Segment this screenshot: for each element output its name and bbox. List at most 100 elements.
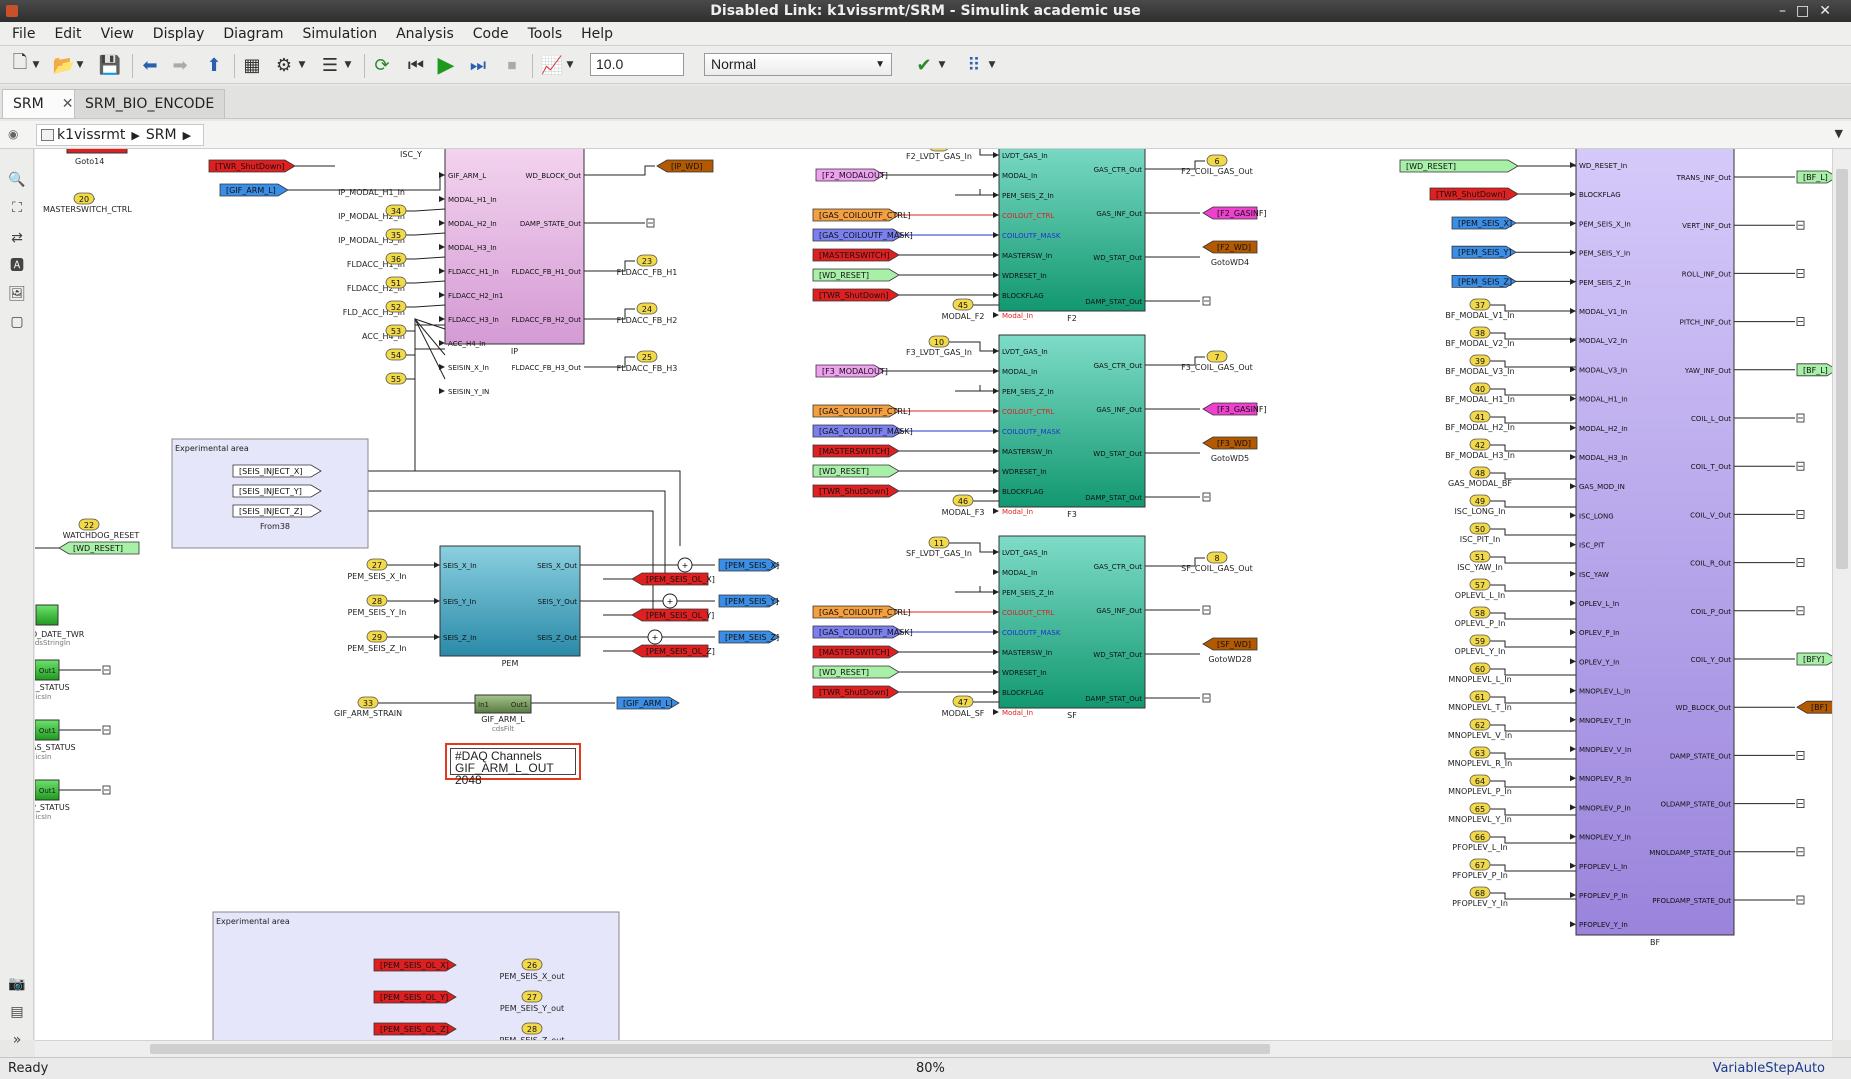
pem-in-port[interactable]: 27	[366, 558, 388, 571]
f2-twr-shutdown-tag[interactable]: [TWR_ShutDown]	[812, 288, 900, 302]
ip-port-number[interactable]: 36	[385, 252, 407, 265]
bf-port-number[interactable]: 62	[1469, 718, 1491, 731]
vertical-scrollbar[interactable]	[1832, 149, 1851, 1040]
model-browser-icon[interactable]: ▤	[10, 1004, 24, 1020]
bf-port-number[interactable]: 61	[1469, 690, 1491, 703]
ip-block[interactable]	[444, 149, 585, 345]
goto-pem-seis-tag[interactable]: [PEM_SEIS_X]	[718, 558, 780, 572]
menu-edit[interactable]: Edit	[54, 26, 82, 42]
from-gif-arm-l-tag[interactable]: [GIF_ARM_L]	[219, 183, 289, 197]
solver-link[interactable]: VariableStepAuto	[1712, 1061, 1825, 1076]
pem-in-port[interactable]: 28	[366, 594, 388, 607]
bf-wd-reset-tag[interactable]: [WD_RESET]	[1399, 159, 1519, 173]
image-icon[interactable]: 🖼	[8, 286, 26, 302]
area-icon[interactable]: ▢	[10, 314, 24, 330]
breadcrumb-current[interactable]: SRM	[145, 127, 177, 143]
model-advisor-check-icon[interactable]: ✔	[916, 54, 932, 76]
f2-masterswitch-tag[interactable]: [MASTERSWITCH]	[812, 248, 900, 262]
sum-block[interactable]	[662, 593, 678, 609]
new-model-icon[interactable]: 🗋	[12, 52, 28, 73]
library-browser-icon[interactable]: ▦	[243, 54, 261, 76]
tab-srm-bio-encode[interactable]: SRM_BIO_ENCODE	[74, 89, 226, 118]
bf-out-goto-tag[interactable]: [BF_L]	[1796, 363, 1832, 377]
bf-port-number[interactable]: 66	[1469, 830, 1491, 843]
sf-wd-tag[interactable]: [SF_WD]	[1202, 637, 1258, 651]
sf-lvdt-port[interactable]: 11	[928, 536, 950, 549]
bf-port-number[interactable]: 40	[1469, 382, 1491, 395]
settings-dropdown-icon[interactable]: ▼	[298, 60, 306, 70]
breadcrumb-root[interactable]: k1vissrmt	[57, 127, 126, 143]
pem-out-port[interactable]: 26	[521, 958, 543, 971]
goto-pem-seis-ol-tag[interactable]: [PEM_SEIS_OL_Z]	[631, 644, 715, 658]
stop-icon[interactable]: ⏹	[507, 54, 517, 76]
bf-port-number[interactable]: 64	[1469, 774, 1491, 787]
experimental-area-2[interactable]	[212, 911, 620, 1040]
bf-pem-seis-tag[interactable]: [PEM_SEIS_Z]	[1451, 275, 1517, 288]
from-seis-inject-tag[interactable]: [SEIS_INJECT_Z]	[232, 504, 322, 518]
goto-pem-seis-tag[interactable]: [PEM_SEIS_Z]	[718, 630, 780, 644]
fldacc-port[interactable]: 24	[636, 302, 658, 315]
fit-view-icon[interactable]: ⛶	[12, 200, 22, 216]
bf-twr-shutdown-tag[interactable]: [TWR_ShutDown]	[1429, 187, 1519, 201]
f3-twr-shutdown-tag[interactable]: [TWR_ShutDown]	[812, 484, 900, 498]
bf-port-number[interactable]: 67	[1469, 858, 1491, 871]
f3-coil-port[interactable]: 7	[1206, 350, 1228, 363]
f2-block[interactable]	[998, 149, 1146, 312]
build-grid-icon[interactable]: ⠿	[967, 54, 981, 76]
status-block[interactable]	[35, 719, 60, 741]
ip-port-number[interactable]: 52	[385, 300, 407, 313]
open-folder-icon[interactable]: 📂	[52, 54, 76, 76]
diagram-svg[interactable]: GIF_ARM_LMODAL_H1_InMODAL_H2_InMODAL_H3_…	[35, 149, 1832, 1040]
bf-out-goto-tag[interactable]: [BFY]	[1796, 652, 1832, 666]
fldacc-port[interactable]: 25	[636, 350, 658, 363]
bf-block[interactable]	[1575, 149, 1735, 936]
watchdog-port[interactable]: 22	[78, 518, 100, 531]
f2-wd-reset-tag[interactable]: [WD_RESET]	[812, 268, 900, 282]
forward-arrow-icon[interactable]: ➡	[172, 54, 188, 76]
bf-out-goto-tag[interactable]: [BF_L]	[1796, 170, 1832, 184]
goto-twr-shutdown-tag[interactable]: [TWR_ShutDown]	[208, 159, 296, 173]
sf-masterswitch-tag[interactable]: [MASTERSWITCH]	[812, 645, 900, 659]
menu-tools[interactable]: Tools	[527, 26, 563, 42]
hide-browser-icon[interactable]: ◉	[8, 127, 19, 141]
gif-arm-strain-port[interactable]: 33	[357, 696, 379, 709]
f3-modal-port[interactable]: 46	[952, 494, 974, 507]
f2-wd-tag[interactable]: [F2_WD]	[1202, 240, 1258, 254]
tab-srm[interactable]: SRM✕	[2, 89, 85, 118]
sf-block[interactable]	[998, 535, 1146, 709]
step-back-icon[interactable]: ⏮	[407, 54, 425, 76]
bf-port-number[interactable]: 41	[1469, 410, 1491, 423]
f3-gasinf-tag[interactable]: [F3_GASINF]	[1202, 402, 1267, 416]
from-pem-seis-ol-tag[interactable]: [PEM_SEIS_OL_Y]	[373, 990, 457, 1004]
menu-file[interactable]: File	[12, 26, 36, 42]
f2-coilout-ctrl-tag[interactable]: [GAS_COILOUTF_CTRL]	[812, 208, 911, 222]
window-controls[interactable]: –□✕	[1779, 3, 1841, 19]
goto-gif-arm-l-tag[interactable]: [GIF_ARM_L]	[616, 696, 680, 710]
f2-coil-port[interactable]: 6	[1206, 154, 1228, 167]
model-explorer-icon[interactable]: ☰	[321, 54, 339, 76]
run-play-icon[interactable]: ▶	[437, 52, 455, 78]
daq-annotation[interactable]: #DAQ Channels GIF_ARM_L_OUT 2048	[445, 743, 581, 786]
goto-pem-seis-ol-tag[interactable]: [PEM_SEIS_OL_Y]	[631, 608, 714, 622]
f2-modalout-tag[interactable]: [F2_MODALOUT]	[815, 168, 888, 182]
menu-analysis[interactable]: Analysis	[396, 26, 454, 42]
f2-modal-port[interactable]: 45	[952, 298, 974, 311]
f2-lvdt-port[interactable]: 9	[929, 149, 949, 152]
scroll-thumb[interactable]	[150, 1044, 1270, 1054]
sf-modal-port[interactable]: 47	[952, 695, 974, 708]
goto-pem-seis-ol-tag[interactable]: [PEM_SEIS_OL_X]	[631, 572, 715, 586]
bf-port-number[interactable]: 59	[1469, 634, 1491, 647]
fldacc-port[interactable]: 23	[636, 254, 658, 267]
ip-port-number[interactable]: 34	[385, 204, 407, 217]
new-dropdown-icon[interactable]: ▼	[32, 60, 40, 70]
menu-code[interactable]: Code	[472, 26, 509, 42]
bf-pem-seis-tag[interactable]: [PEM_SEIS_X]	[1451, 216, 1517, 230]
screenshot-icon[interactable]: 📷	[8, 976, 26, 992]
pem-out-port[interactable]: 27	[521, 990, 543, 1003]
sf-twr-shutdown-tag[interactable]: [TWR_ShutDown]	[812, 685, 900, 699]
bf-port-number[interactable]: 60	[1469, 662, 1491, 675]
bf-port-number[interactable]: 68	[1469, 886, 1491, 899]
ip-port-number[interactable]: 54	[385, 348, 407, 361]
sf-coilout-mask-tag[interactable]: [GAS_COILOUTF_MASK]	[812, 625, 913, 639]
f3-wd-tag[interactable]: [F3_WD]	[1202, 436, 1258, 450]
